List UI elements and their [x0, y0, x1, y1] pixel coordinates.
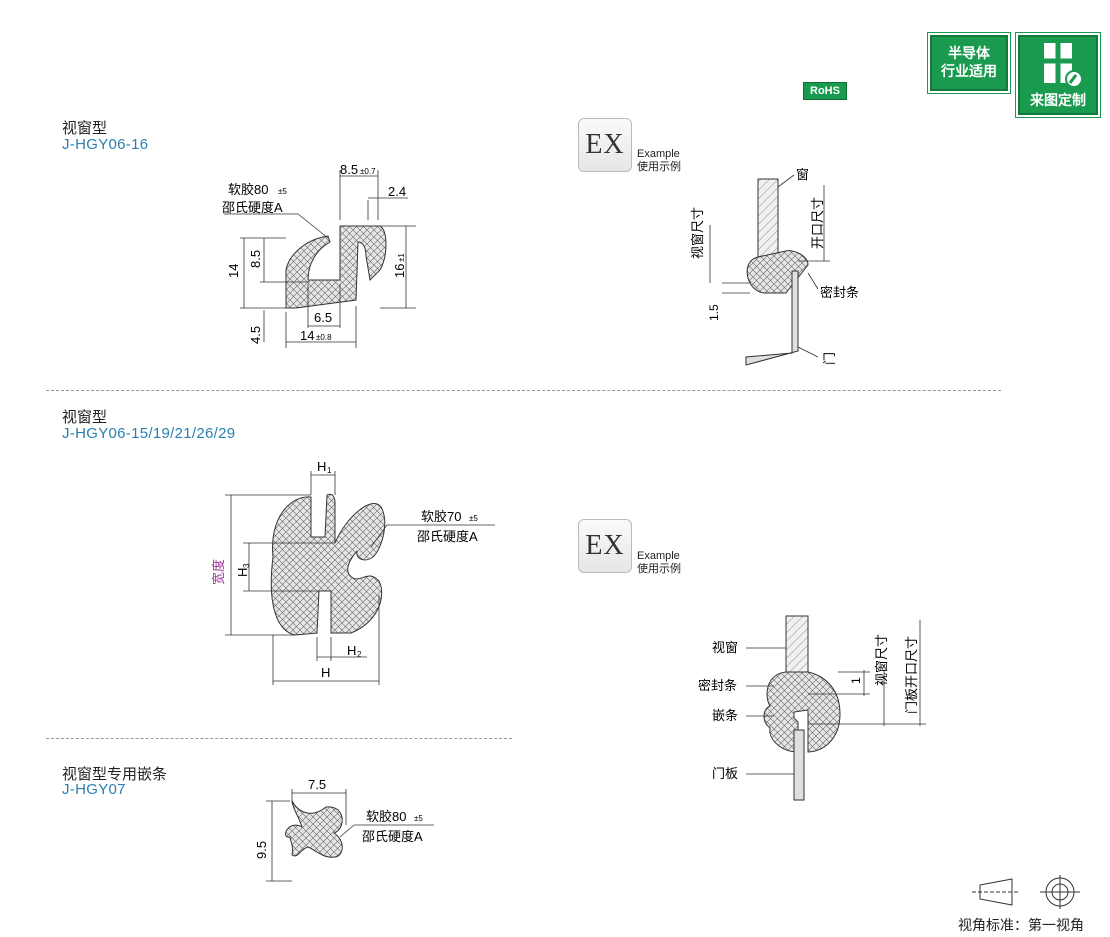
section3-profile-shape: [285, 799, 343, 858]
example2-label-seal: 密封条: [698, 678, 737, 693]
example2-drawing: 视窗 密封条 嵌条 门板 1 视窗尺寸 门板开口尺寸: [698, 615, 926, 801]
example1-label-window-size: 视窗尺寸: [690, 207, 705, 259]
example2-caption-en: Example: [637, 550, 680, 562]
section2-material-line2: 邵氏硬度A: [417, 529, 478, 544]
first-angle-projection-icon: [972, 875, 1080, 909]
section2-dim-h1: H: [317, 459, 326, 474]
section1-dim-height-right-tol: ±1: [397, 253, 406, 262]
section1-dim-height-right: 16: [392, 264, 407, 278]
semiconductor-badge: 半导体 行业适用: [930, 35, 1008, 91]
example1-label-gap: 1.5: [707, 304, 721, 321]
example2-ex-icon: EX: [578, 519, 632, 573]
section2-dim-h1-sub: 1: [327, 466, 332, 475]
section3-material-line2: 邵氏硬度A: [362, 829, 423, 844]
section2-dim-h2: H: [347, 643, 356, 658]
section3-dim-height: 9.5: [254, 841, 269, 859]
section1-dim-base: 4.5: [248, 326, 263, 344]
section2-dim-h3-sub: 3: [242, 563, 251, 568]
section1-code: J-HGY06-16: [62, 136, 149, 153]
section1-profile-shape: [285, 225, 387, 309]
section1-dim-bottom: 14: [300, 328, 314, 343]
example1-caption-en: Example: [637, 148, 680, 160]
example2-label-insert: 嵌条: [712, 708, 738, 723]
divider-2: [46, 738, 512, 739]
section1-title: 视窗型: [62, 120, 108, 137]
example2-label-door-panel: 门板: [712, 766, 738, 781]
custom-drawing-icon: [1044, 43, 1083, 88]
example1-label-seal: 密封条: [820, 285, 859, 300]
example2-label-window-size: 视窗尺寸: [874, 634, 889, 686]
example1-label-opening: 开口尺寸: [810, 197, 825, 249]
section2-material-tol: ±5: [469, 514, 478, 523]
example2-label-gap: 1: [849, 677, 863, 684]
section1-dim-slot: 6.5: [314, 310, 332, 325]
section1-dim-inner: 8.5: [248, 250, 263, 268]
section2-profile-drawing: H 1 宽度 H 3 H 2 H 软胶70 ±5 邵氏硬度A: [211, 459, 495, 685]
divider-1: [46, 390, 1001, 391]
custom-drawing-badge: 来图定制: [1018, 35, 1098, 115]
section1-material-line2: 邵氏硬度A: [222, 200, 283, 215]
semiconductor-badge-line2: 行业适用: [941, 63, 997, 79]
section2-dim-h3: H: [235, 568, 250, 577]
section3-code: J-HGY07: [62, 781, 126, 798]
section2-profile-shape: [270, 493, 386, 636]
section2-dim-h: H: [321, 665, 330, 680]
example1-caption-cn: 使用示例: [637, 161, 681, 173]
example1-label-door: 门: [822, 352, 837, 365]
section1-dim-height-left: 14: [226, 264, 241, 278]
section2-dim-h2-sub: 2: [357, 650, 362, 659]
section3-material-tol: ±5: [414, 814, 423, 823]
custom-drawing-label: 来图定制: [1030, 92, 1086, 108]
semiconductor-badge-line1: 半导体: [948, 45, 990, 61]
example1-drawing: 窗 视窗尺寸 开口尺寸 密封条 门 1.5: [690, 167, 859, 366]
example1-ex-icon: EX: [578, 118, 632, 172]
section3-dim-width: 7.5: [308, 777, 326, 792]
section1-dim-top-width-tol: ±0.7: [360, 167, 376, 176]
view-standard-label: 视角标准：第一视角: [958, 917, 1084, 933]
section2-material-line1: 软胶70: [421, 509, 461, 524]
section2-code: J-HGY06-15/19/21/26/29: [62, 425, 236, 442]
example2-caption-cn: 使用示例: [637, 563, 681, 575]
section3-title: 视窗型专用嵌条: [62, 766, 168, 783]
section1-profile-drawing: 8.5 ±0.7 2.4 软胶80 ±5 邵氏硬度A 14 8.5 16 ±1 …: [222, 162, 416, 348]
section2-title: 视窗型: [62, 409, 108, 426]
section2-dim-width: 宽度: [211, 559, 226, 585]
rohs-badge: RoHS: [803, 82, 847, 100]
section1-material-line1: 软胶80: [228, 182, 268, 197]
section3-profile-drawing: 7.5 9.5 软胶80 ±5 邵氏硬度A: [254, 777, 434, 882]
section1-dim-bottom-tol: ±0.8: [316, 333, 332, 342]
section1-dim-lip: 2.4: [388, 184, 406, 199]
example2-label-panel-opening: 门板开口尺寸: [904, 636, 919, 714]
example2-label-window: 视窗: [712, 640, 738, 655]
section1-dim-top-width: 8.5: [340, 162, 358, 177]
section1-material-tol: ±5: [278, 187, 287, 196]
section3-material-line1: 软胶80: [366, 809, 406, 824]
example1-label-window: 窗: [796, 167, 809, 182]
